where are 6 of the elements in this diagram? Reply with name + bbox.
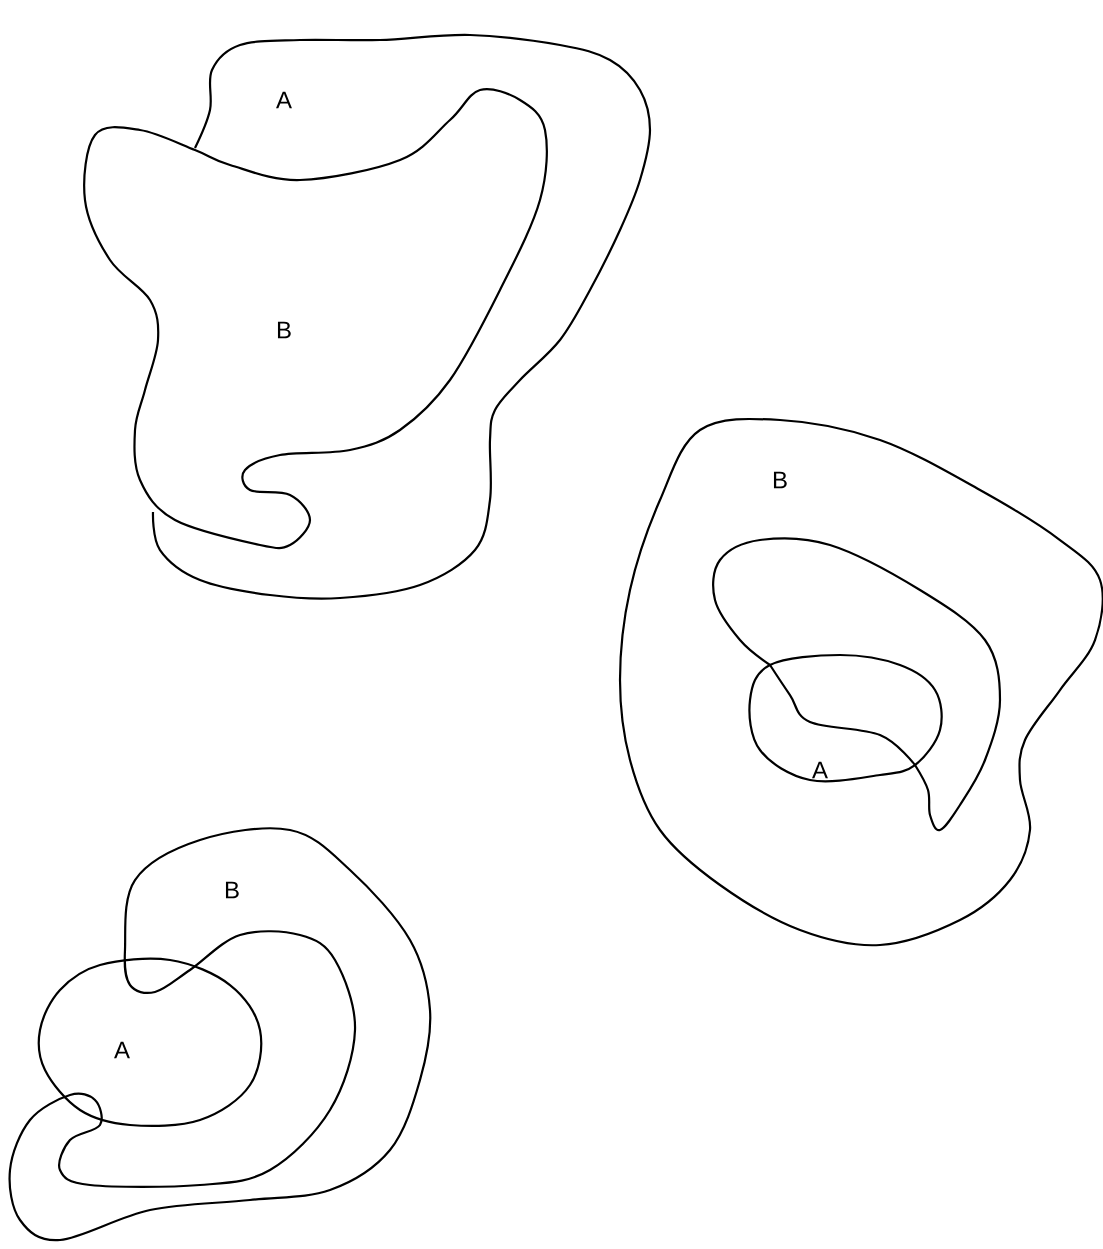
region-label: B: [773, 471, 787, 489]
region-label: A: [276, 91, 292, 109]
region-label: A: [812, 761, 828, 779]
region-label: A: [114, 1041, 130, 1059]
region-label: B: [277, 321, 291, 339]
region-label: B: [225, 881, 239, 899]
